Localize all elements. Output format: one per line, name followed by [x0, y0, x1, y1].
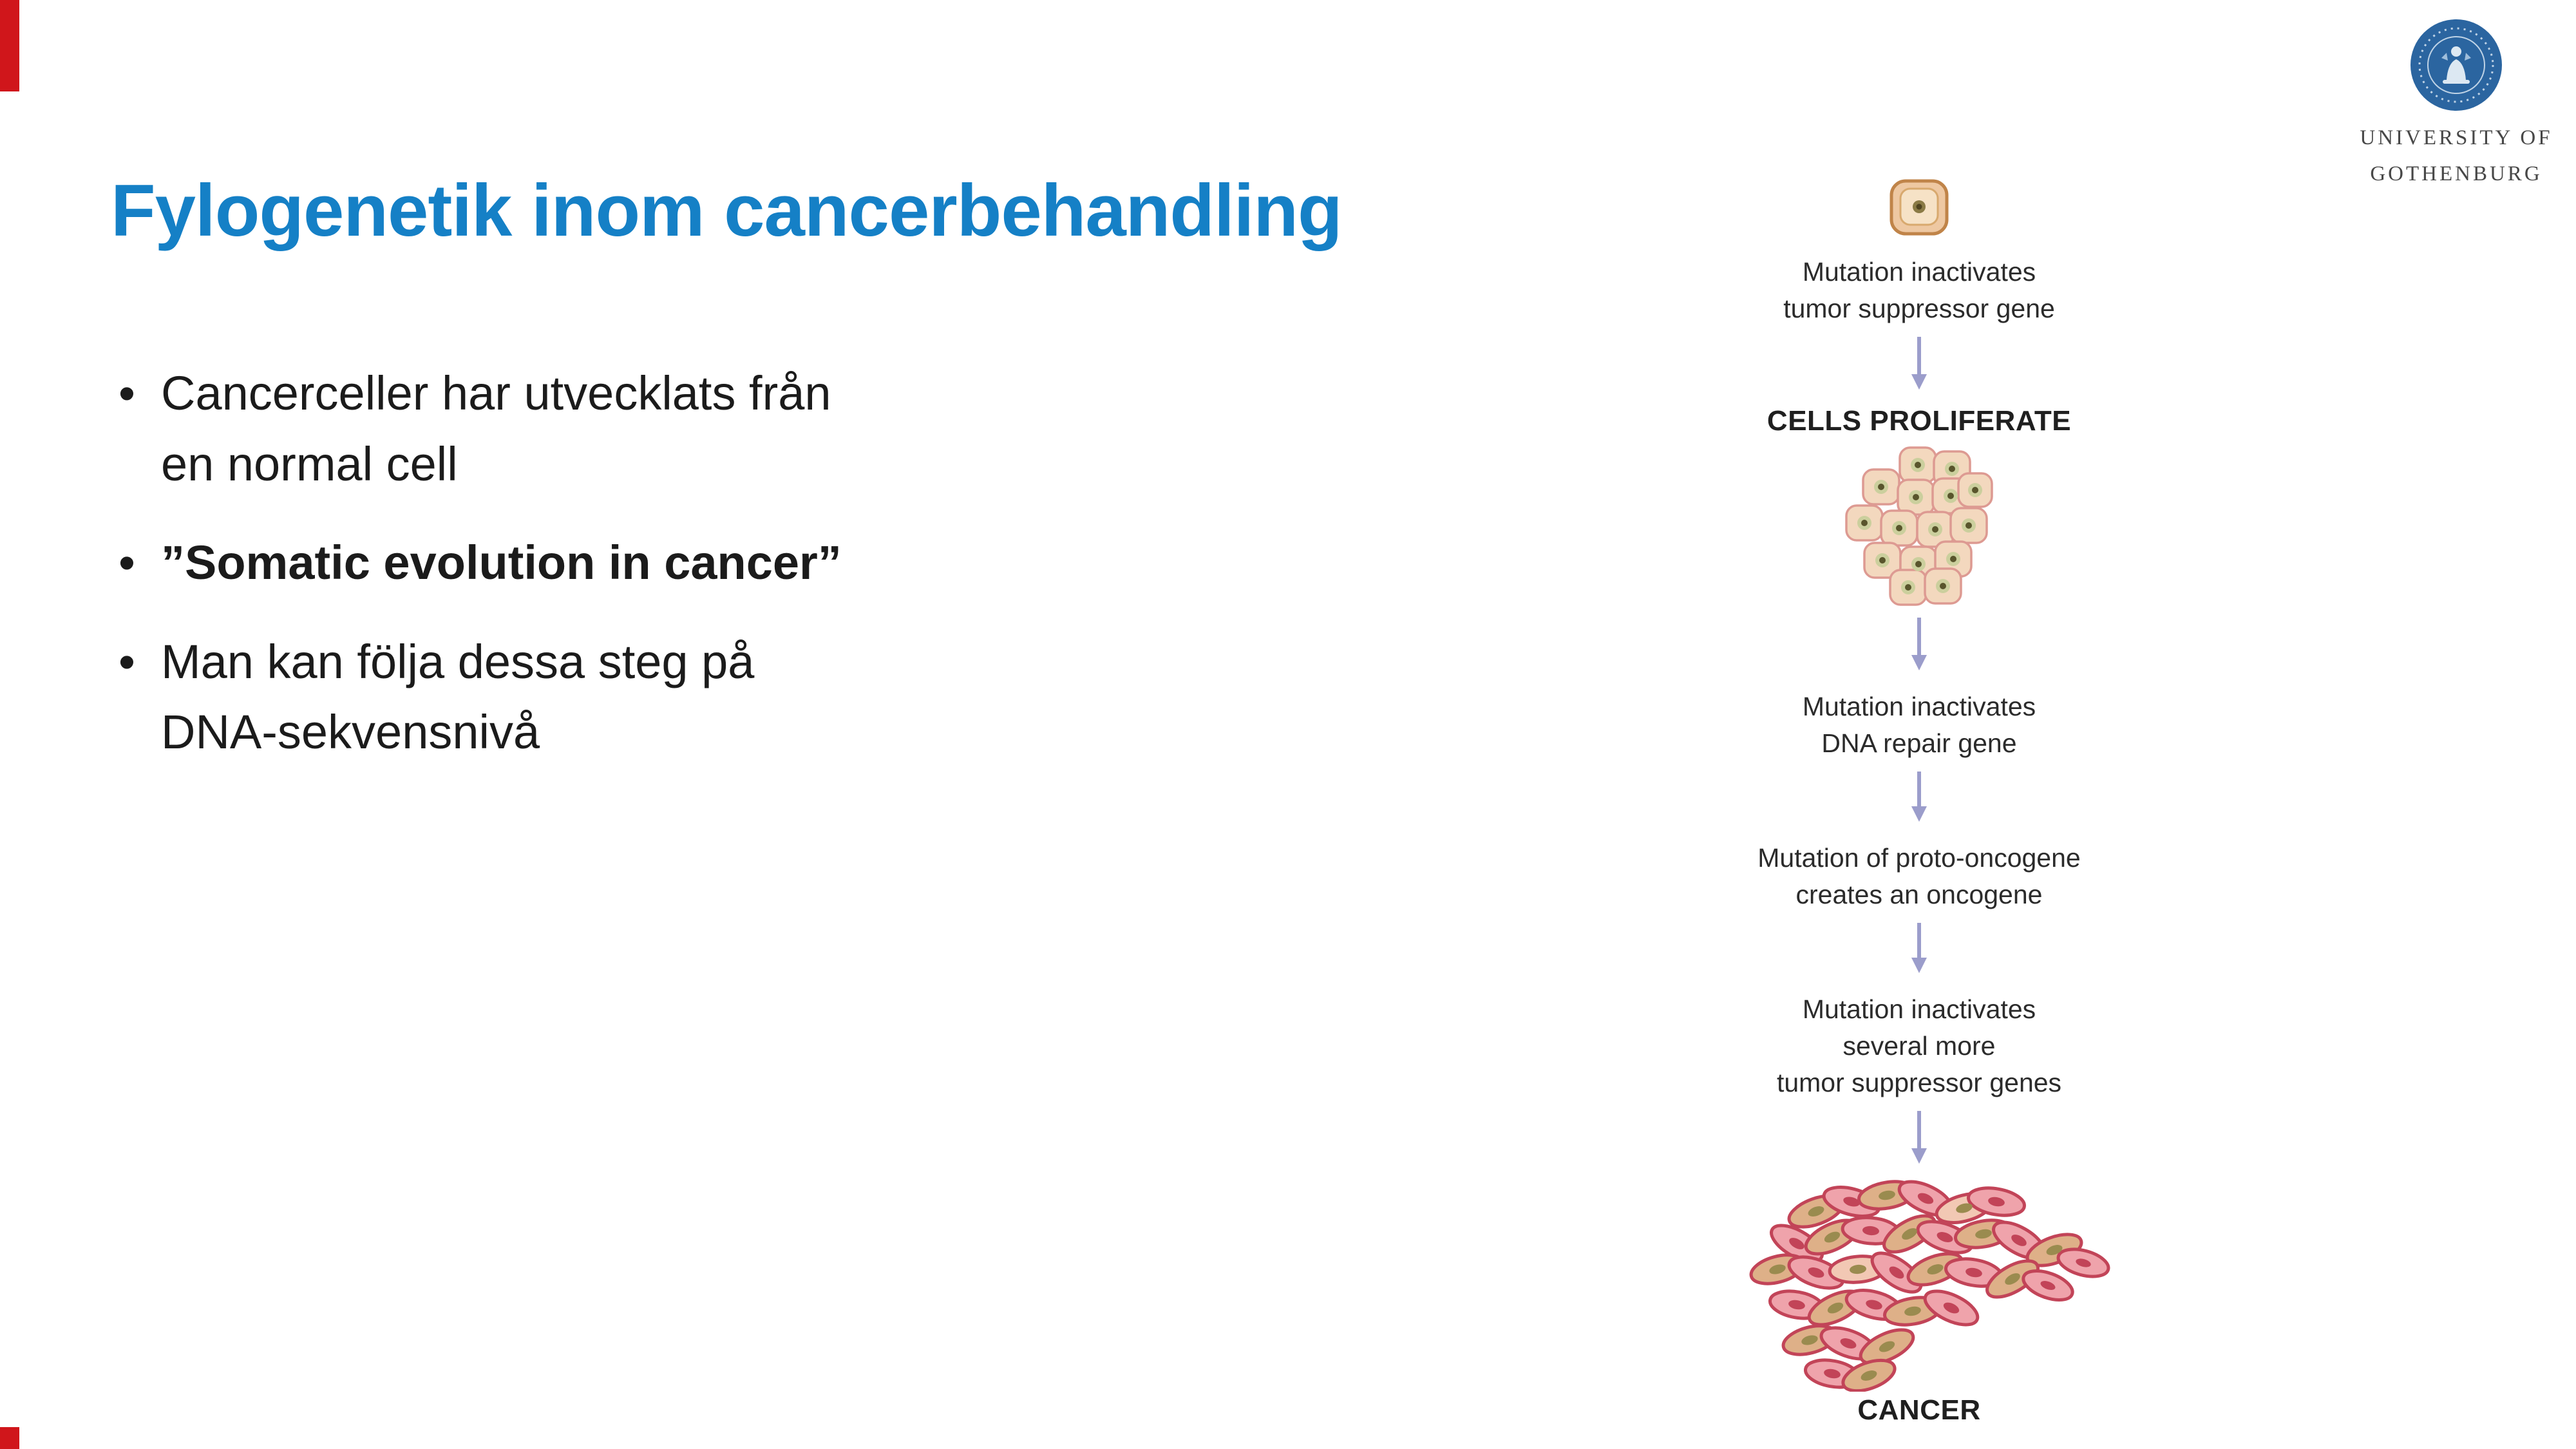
bullet-text: Man kan följa dessa steg på DNA-sekvensn…	[161, 634, 755, 759]
down-arrow-icon	[1910, 1111, 1928, 1165]
university-logo: UNIVERSITY OF GOTHENBURG	[2330, 18, 2576, 192]
step-label: Mutation inactivates tumor suppressor ge…	[1783, 257, 2055, 323]
down-arrow-icon	[1910, 772, 1928, 823]
cells-proliferate-label: CELLS PROLIFERATE	[1766, 405, 2072, 437]
left-accent-bar-top	[0, 0, 19, 91]
bullet-marker: •	[118, 536, 135, 590]
step-label: Mutation inactivates DNA repair gene	[1802, 692, 2036, 758]
bullet-marker: •	[118, 634, 135, 688]
cancer-label: CANCER	[1857, 1394, 1981, 1426]
bullet-marker: •	[118, 366, 135, 420]
cancer-cells-illustration	[1719, 1173, 2119, 1393]
down-arrow-icon	[1910, 337, 1928, 391]
logo-line-2: GOTHENBURG	[2370, 162, 2543, 186]
cancer-progression-diagram: Mutation inactivates tumor suppressor ge…	[1655, 178, 2183, 1426]
bullet-item: • Man kan följa dessa steg på DNA-sekven…	[118, 627, 1123, 768]
slide-title: Fylogenetik inom cancerbehandling	[111, 170, 1343, 252]
logo-text: UNIVERSITY OF GOTHENBURG	[2360, 120, 2552, 192]
down-arrow-icon	[1910, 618, 1928, 672]
down-arrow-icon	[1910, 923, 1928, 974]
normal-cell-icon	[1889, 179, 1949, 236]
university-seal-icon	[2410, 19, 2502, 111]
step-label: Mutation of proto-oncogene creates an on…	[1757, 843, 2081, 909]
bullet-text: ”Somatic evolution in cancer”	[161, 536, 842, 590]
left-accent-bar-bottom	[0, 1427, 19, 1449]
bullet-list: • Cancerceller har utvecklats från en no…	[118, 358, 1123, 796]
step-label: Mutation inactivates several more tumor …	[1776, 994, 2062, 1097]
proliferating-cells-illustration	[1839, 446, 2000, 607]
bullet-item: • ”Somatic evolution in cancer”	[118, 527, 1123, 598]
bullet-item: • Cancerceller har utvecklats från en no…	[118, 358, 1123, 499]
bullet-text: Cancerceller har utvecklats från en norm…	[161, 366, 831, 491]
logo-line-1: UNIVERSITY OF	[2360, 126, 2553, 149]
